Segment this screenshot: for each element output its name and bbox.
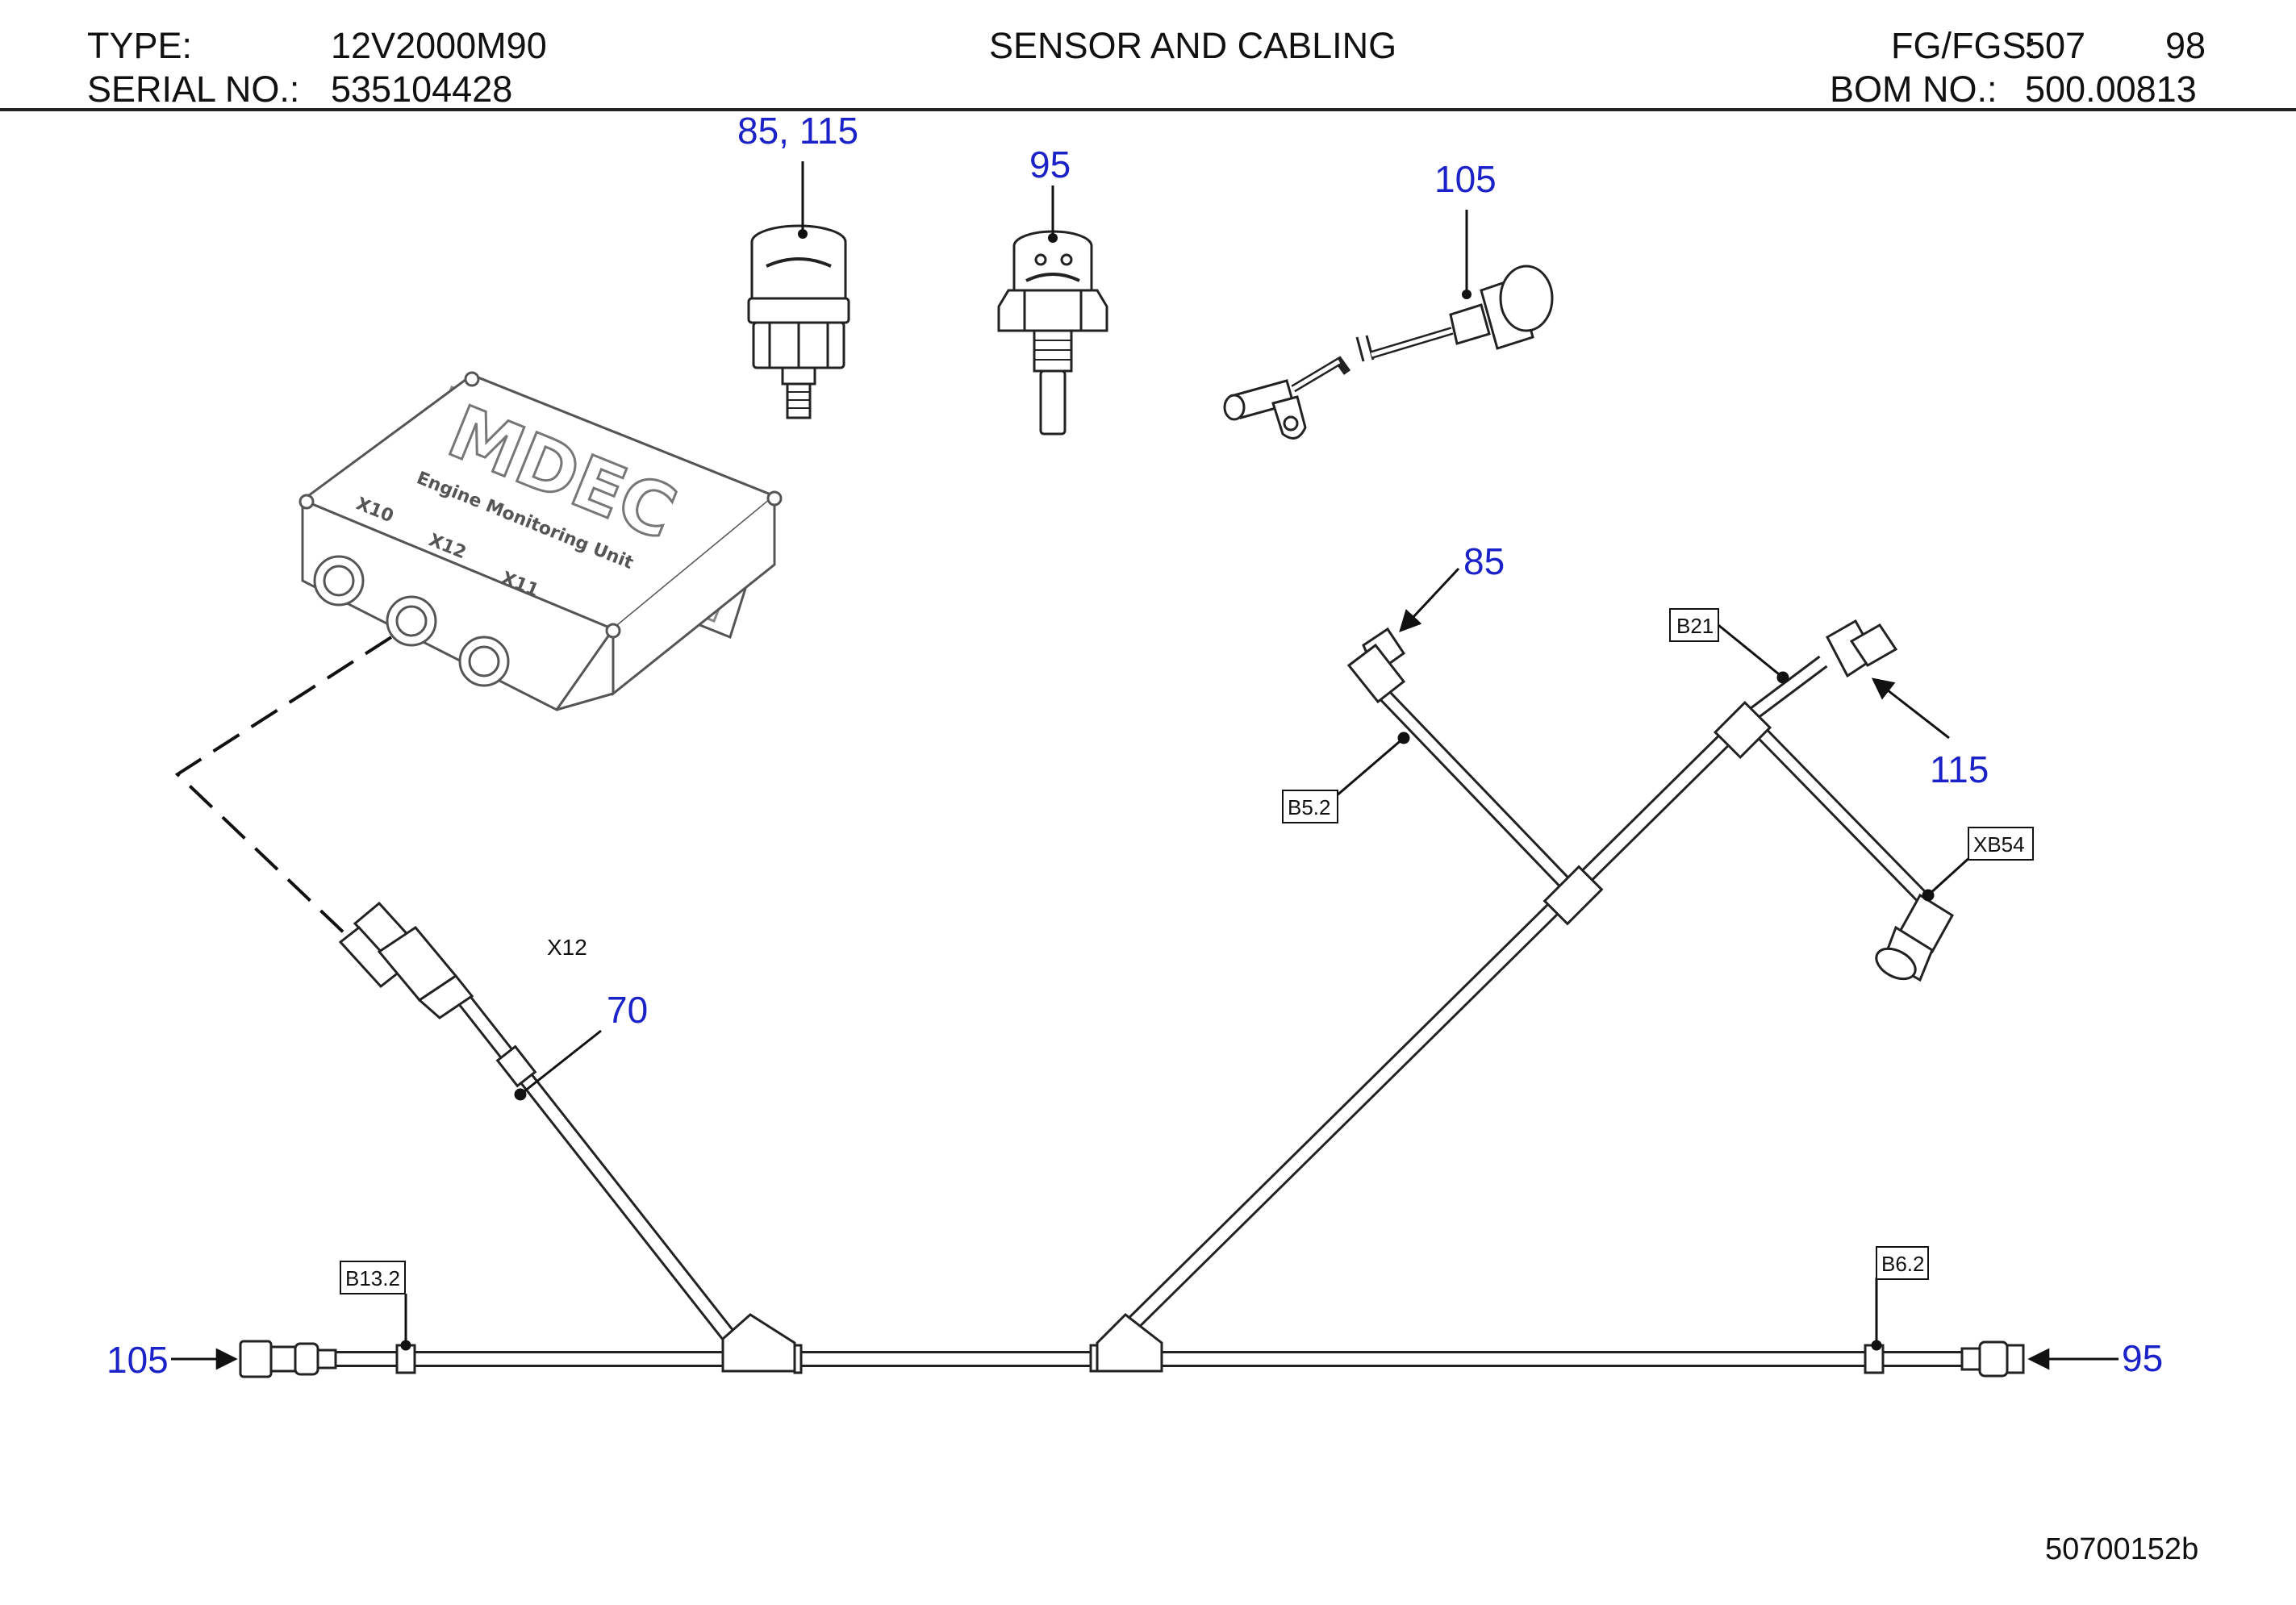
- fg-value: 507: [2025, 25, 2086, 66]
- callout-70: 70: [607, 989, 648, 1031]
- leader-dot-speed: [1462, 290, 1472, 299]
- serial-label: SERIAL NO.:: [87, 69, 300, 110]
- callout-105-left: 105: [106, 1339, 169, 1381]
- tag-b132: B13.2: [345, 1266, 400, 1290]
- tag-boxes: [340, 608, 2034, 1294]
- callout-85: 85: [1463, 540, 1505, 582]
- leader-lines: [400, 623, 1974, 1351]
- leader-dot-temp: [1048, 233, 1058, 243]
- page-title: SENSOR AND CABLING: [989, 25, 1397, 66]
- fg-value-2: 98: [2165, 25, 2206, 66]
- leader-dot-pressure: [798, 229, 808, 239]
- mdec-unit: [298, 371, 783, 711]
- tag-b21: B21: [1676, 614, 1714, 638]
- tag-b52: B5.2: [1288, 795, 1331, 819]
- harness-fittings: [239, 619, 2025, 1378]
- bom-label: BOM NO.:: [1830, 69, 1998, 110]
- tag-b62: B6.2: [1881, 1252, 1925, 1276]
- pressure-sensor: [747, 224, 850, 419]
- pointer-arrows: [171, 567, 2119, 1370]
- speed-sensor: [1223, 265, 1554, 440]
- dashed-connection: [174, 636, 393, 937]
- harness-cables: [290, 655, 1985, 1367]
- fg-label: FG/FGS:: [1891, 25, 2036, 66]
- bom-value: 500.00813: [2025, 69, 2197, 110]
- type-label: TYPE:: [87, 25, 193, 66]
- serial-value: 535104428: [331, 69, 513, 110]
- callout-115: 115: [1930, 748, 1989, 790]
- callout-95-top: 95: [1029, 144, 1071, 186]
- drawing-number: 50700152b: [2045, 1532, 2199, 1566]
- label-x12: X12: [547, 935, 587, 960]
- callout-95-right: 95: [2122, 1337, 2163, 1379]
- callout-105-top: 105: [1434, 158, 1497, 200]
- type-value: 12V2000M90: [331, 25, 547, 66]
- temperature-sensor: [997, 230, 1108, 436]
- tag-xb54: XB54: [1973, 832, 2025, 857]
- callout-85-115: 85, 115: [737, 110, 858, 152]
- header-rule: [0, 108, 2296, 111]
